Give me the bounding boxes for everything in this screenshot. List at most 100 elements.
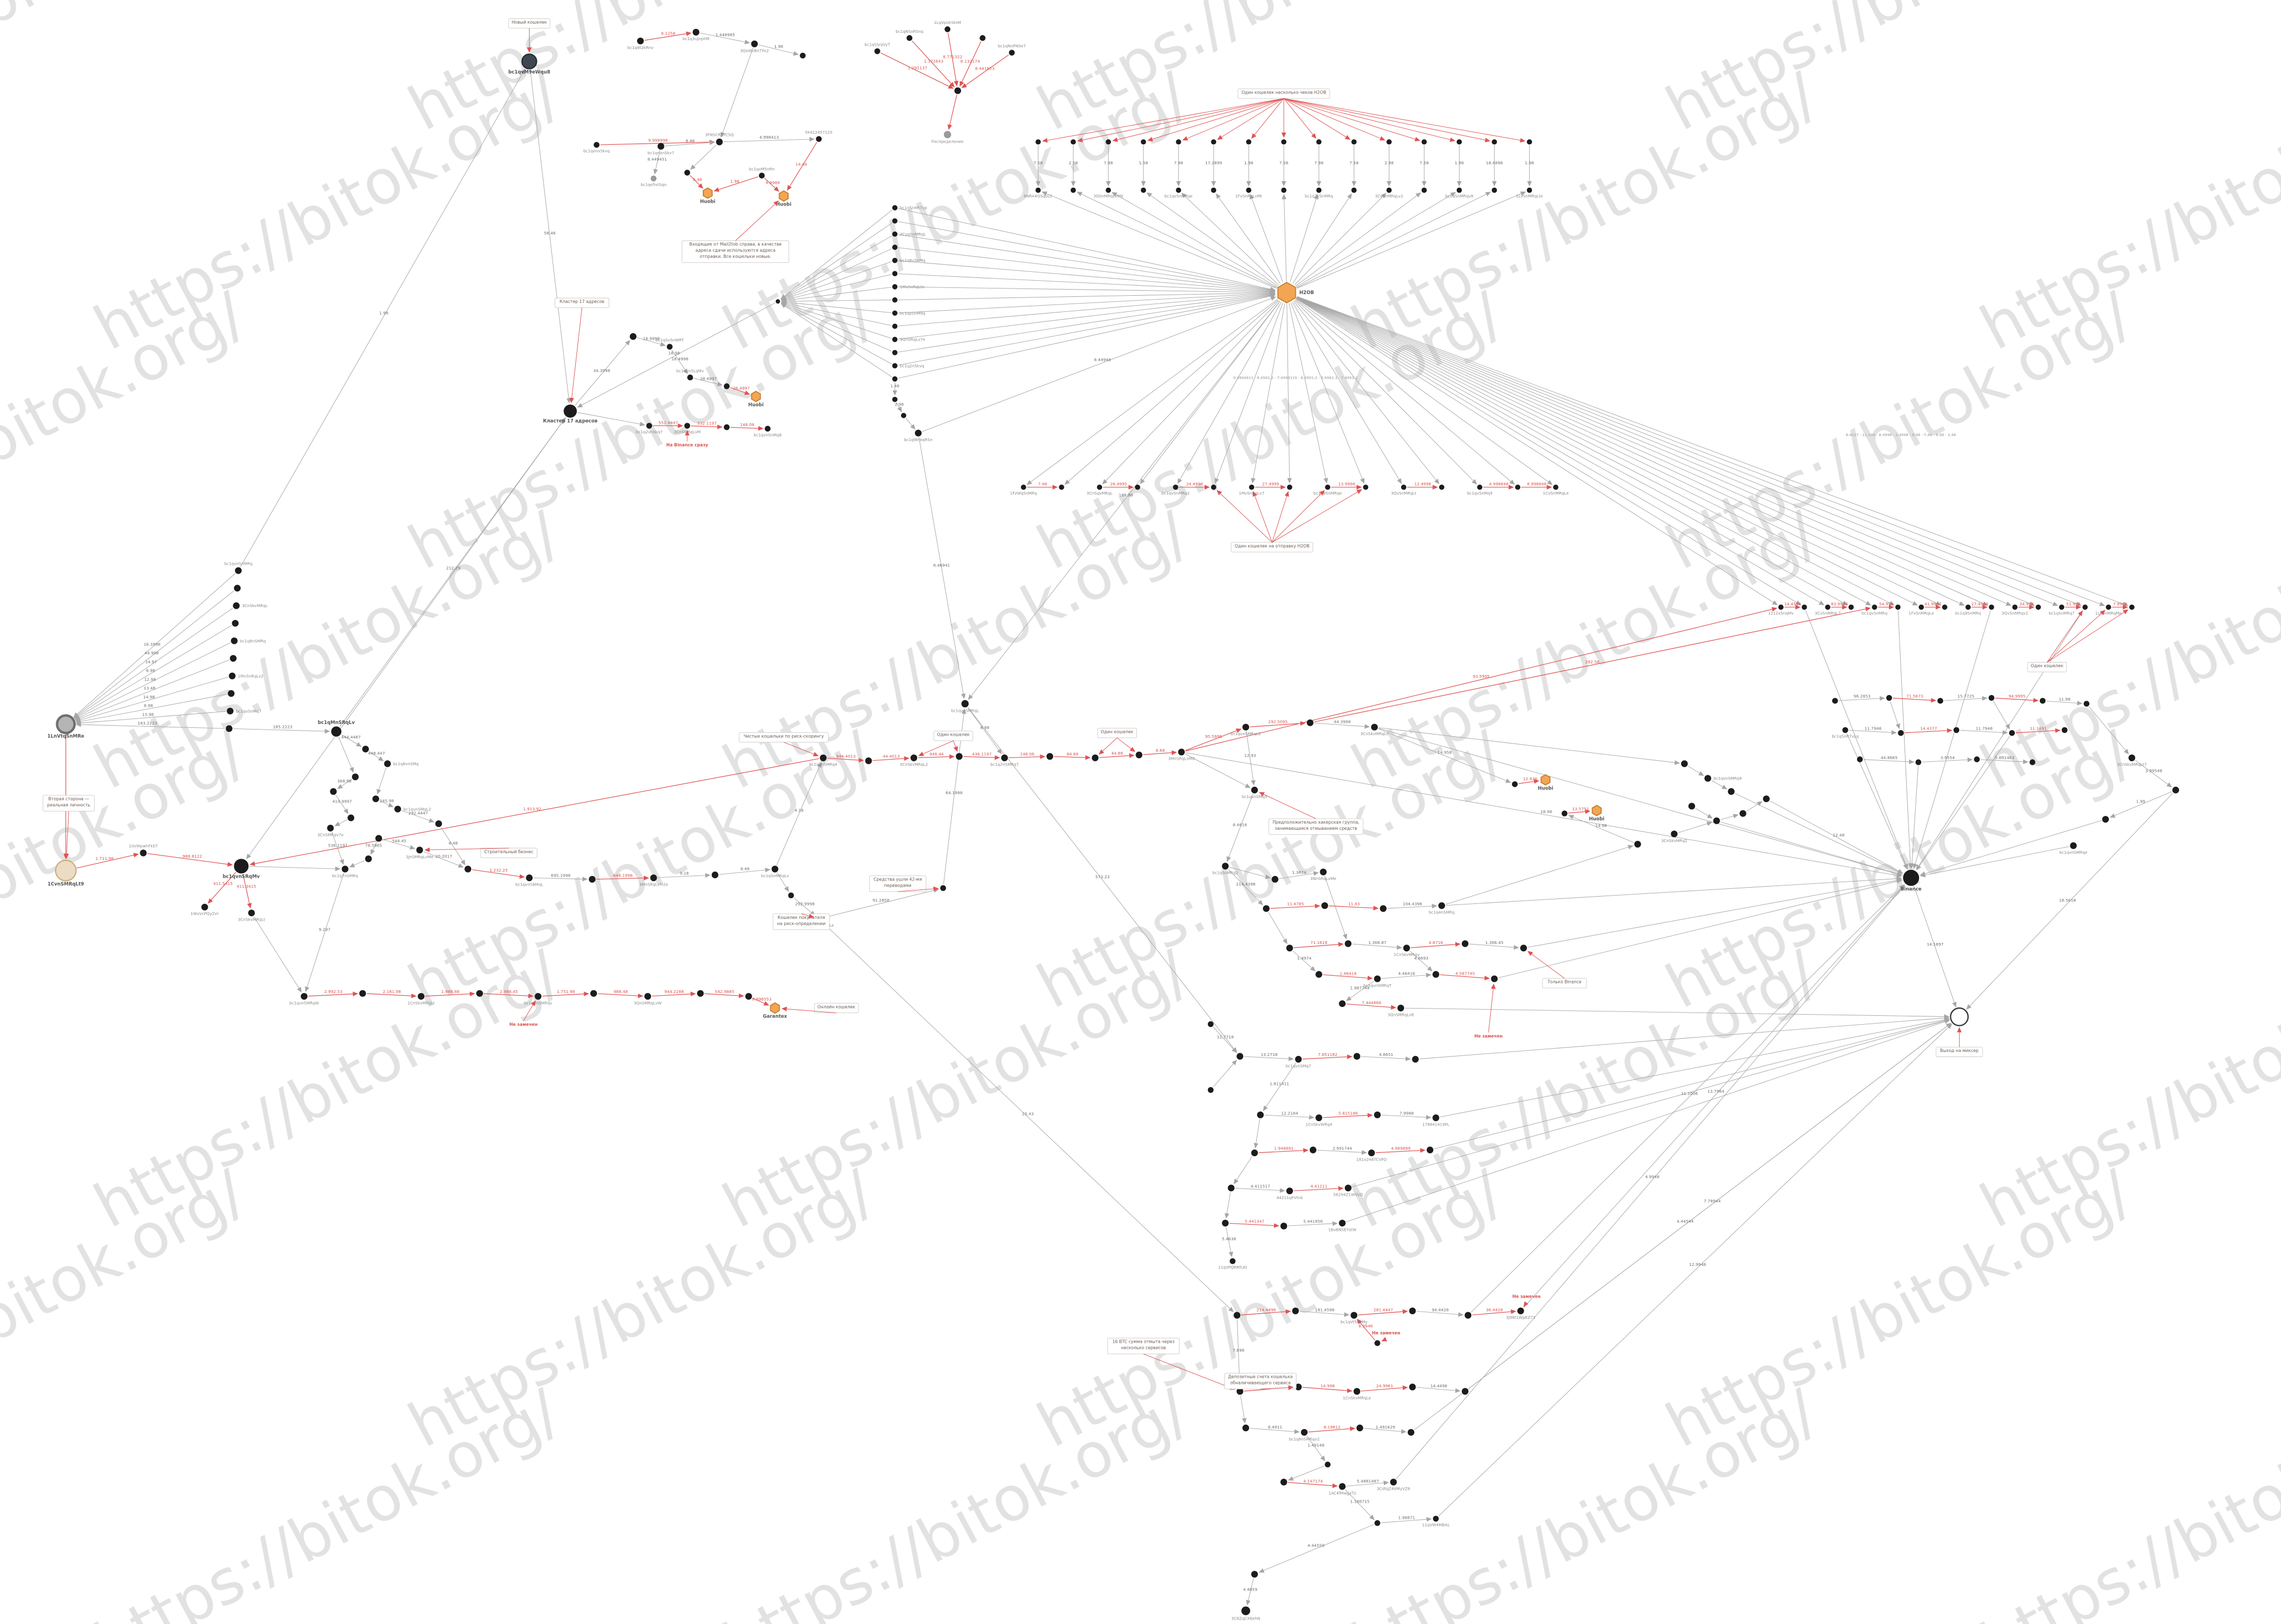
exchange-node-hexagon[interactable] bbox=[779, 190, 789, 202]
transaction-edge[interactable] bbox=[896, 402, 902, 413]
transaction-edge[interactable] bbox=[600, 140, 715, 145]
transaction-edge[interactable] bbox=[577, 412, 645, 427]
wallet-node[interactable] bbox=[892, 271, 898, 276]
transaction-edge[interactable] bbox=[1323, 974, 1373, 981]
transaction-edge[interactable] bbox=[1711, 780, 1727, 790]
wallet-node[interactable] bbox=[1520, 945, 1527, 952]
transaction-edge[interactable] bbox=[637, 337, 666, 347]
wallet-node[interactable] bbox=[1526, 139, 1533, 145]
transaction-edge[interactable] bbox=[730, 425, 764, 431]
transaction-edge[interactable] bbox=[1746, 801, 1763, 811]
transaction-edge[interactable] bbox=[1352, 943, 1402, 950]
cluster-root-node[interactable] bbox=[56, 714, 76, 735]
transaction-edge[interactable] bbox=[1805, 610, 1908, 869]
annotation-note[interactable]: Не замечен bbox=[1372, 1330, 1401, 1342]
wallet-node[interactable] bbox=[2082, 604, 2088, 610]
transaction-edge[interactable] bbox=[1146, 192, 1278, 287]
transaction-edge[interactable] bbox=[402, 810, 435, 823]
wallet-node[interactable] bbox=[716, 138, 723, 145]
transaction-edge[interactable] bbox=[472, 869, 525, 879]
wallet-node[interactable] bbox=[943, 131, 951, 139]
transaction-edge[interactable] bbox=[1378, 727, 1680, 765]
wallet-node[interactable] bbox=[1309, 1146, 1316, 1153]
transaction-edge[interactable] bbox=[75, 659, 229, 721]
wallet-node[interactable] bbox=[2062, 727, 2068, 733]
annotation-note[interactable]: Только Binance bbox=[1527, 951, 1587, 989]
transaction-edge[interactable] bbox=[1264, 1114, 1315, 1120]
wallet-node[interactable] bbox=[1257, 1111, 1264, 1118]
wallet-node[interactable] bbox=[229, 655, 237, 662]
transaction-edge[interactable] bbox=[1440, 974, 1490, 981]
transaction-edge[interactable] bbox=[781, 303, 892, 365]
wallet-node[interactable] bbox=[906, 35, 913, 41]
wallet-node[interactable] bbox=[1517, 1307, 1524, 1314]
transaction-edge[interactable] bbox=[898, 293, 1276, 366]
wallet-node[interactable] bbox=[1379, 905, 1387, 912]
transaction-edge[interactable] bbox=[1361, 1385, 1408, 1392]
transaction-edge[interactable] bbox=[2135, 760, 2172, 787]
wallet-node[interactable] bbox=[590, 990, 598, 997]
wallet-node[interactable] bbox=[692, 28, 699, 36]
wallet-node[interactable] bbox=[1802, 604, 1807, 610]
wallet-node[interactable] bbox=[2106, 604, 2111, 610]
transaction-edge[interactable] bbox=[880, 52, 954, 89]
transaction-edge[interactable] bbox=[74, 608, 233, 719]
transaction-edge[interactable] bbox=[1177, 302, 1282, 484]
transaction-edge[interactable] bbox=[898, 292, 1276, 353]
transaction-edge[interactable] bbox=[1419, 1015, 1950, 1059]
transaction-edge[interactable] bbox=[1944, 696, 1988, 701]
transaction-edge[interactable] bbox=[1250, 193, 1284, 282]
transaction-edge[interactable] bbox=[2046, 701, 2083, 706]
wallet-node[interactable] bbox=[521, 53, 537, 70]
wallet-node[interactable] bbox=[248, 909, 255, 917]
wallet-node[interactable] bbox=[1281, 139, 1287, 145]
transaction-edge[interactable] bbox=[1296, 297, 1965, 606]
wallet-node[interactable] bbox=[1286, 1187, 1293, 1195]
transaction-edge[interactable] bbox=[1009, 754, 1046, 759]
transaction-edge[interactable] bbox=[1314, 606, 1871, 722]
wallet-node[interactable] bbox=[2029, 759, 2035, 765]
wallet-node[interactable] bbox=[1842, 727, 1848, 733]
wallet-node[interactable] bbox=[765, 425, 771, 432]
wallet-node[interactable] bbox=[1426, 1146, 1433, 1153]
wallet-node[interactable] bbox=[1320, 868, 1327, 875]
transaction-edge[interactable] bbox=[777, 872, 789, 892]
wallet-node[interactable] bbox=[1325, 485, 1330, 490]
transaction-edge[interactable] bbox=[1960, 730, 2008, 735]
transaction-edge[interactable] bbox=[1259, 1148, 1309, 1153]
transaction-edge[interactable] bbox=[308, 991, 359, 997]
wallet-node[interactable] bbox=[1105, 187, 1111, 193]
wallet-node[interactable] bbox=[1374, 1520, 1381, 1526]
transaction-edge[interactable] bbox=[961, 55, 1009, 89]
wallet-node[interactable] bbox=[140, 849, 147, 857]
wallet-node[interactable] bbox=[1070, 139, 1076, 145]
wallet-node[interactable] bbox=[2083, 701, 2090, 707]
transaction-edge[interactable] bbox=[1523, 884, 1905, 1308]
wallet-node[interactable] bbox=[1350, 1312, 1358, 1319]
wallet-node[interactable] bbox=[1351, 187, 1357, 193]
wallet-node[interactable] bbox=[362, 745, 369, 753]
transaction-edge[interactable] bbox=[1235, 1188, 1285, 1193]
wallet-node[interactable] bbox=[1386, 139, 1392, 145]
wallet-node[interactable] bbox=[1287, 485, 1293, 490]
transaction-edge[interactable] bbox=[1296, 192, 1456, 287]
transaction-edge[interactable] bbox=[1246, 1578, 1254, 1606]
wallet-node[interactable] bbox=[788, 892, 794, 898]
transaction-edge[interactable] bbox=[73, 573, 236, 718]
wallet-node[interactable] bbox=[1401, 485, 1407, 490]
transaction-edge[interactable] bbox=[1378, 728, 1902, 877]
wallet-node[interactable] bbox=[1251, 786, 1258, 794]
transaction-edge[interactable] bbox=[1913, 610, 1991, 869]
wallet-node[interactable] bbox=[1249, 485, 1255, 490]
transaction-edge[interactable] bbox=[1213, 1059, 1237, 1088]
wallet-node[interactable] bbox=[1371, 723, 1378, 731]
transaction-edge[interactable] bbox=[1026, 299, 1278, 485]
transaction-edge[interactable] bbox=[249, 866, 341, 872]
transaction-edge[interactable] bbox=[1720, 814, 1739, 820]
transaction-edge[interactable] bbox=[776, 762, 822, 865]
wallet-node[interactable] bbox=[1035, 139, 1041, 145]
wallet-node[interactable] bbox=[327, 824, 334, 831]
